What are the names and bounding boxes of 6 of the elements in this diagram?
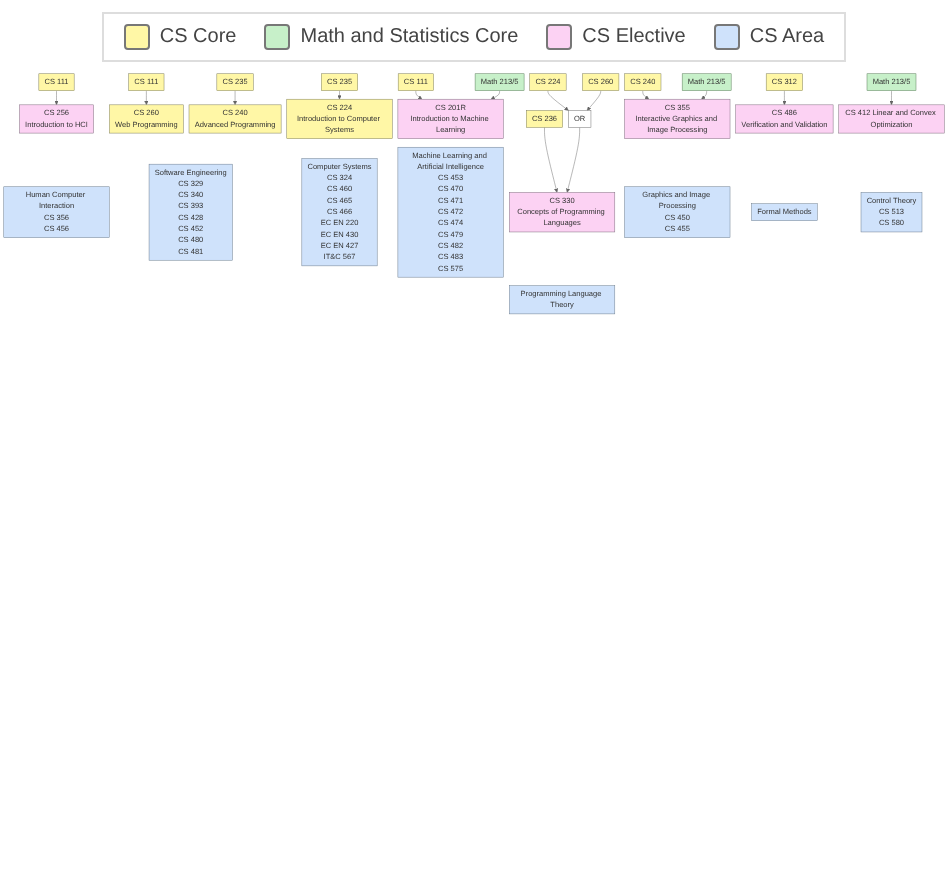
legend-label: Math and Statistics Core — [300, 26, 519, 48]
legend-label: CS Core — [159, 26, 237, 48]
legend-label: CS Area — [749, 26, 825, 48]
arrow — [642, 90, 650, 100]
legend-label: CS Elective — [582, 26, 686, 48]
arrow — [701, 90, 707, 100]
